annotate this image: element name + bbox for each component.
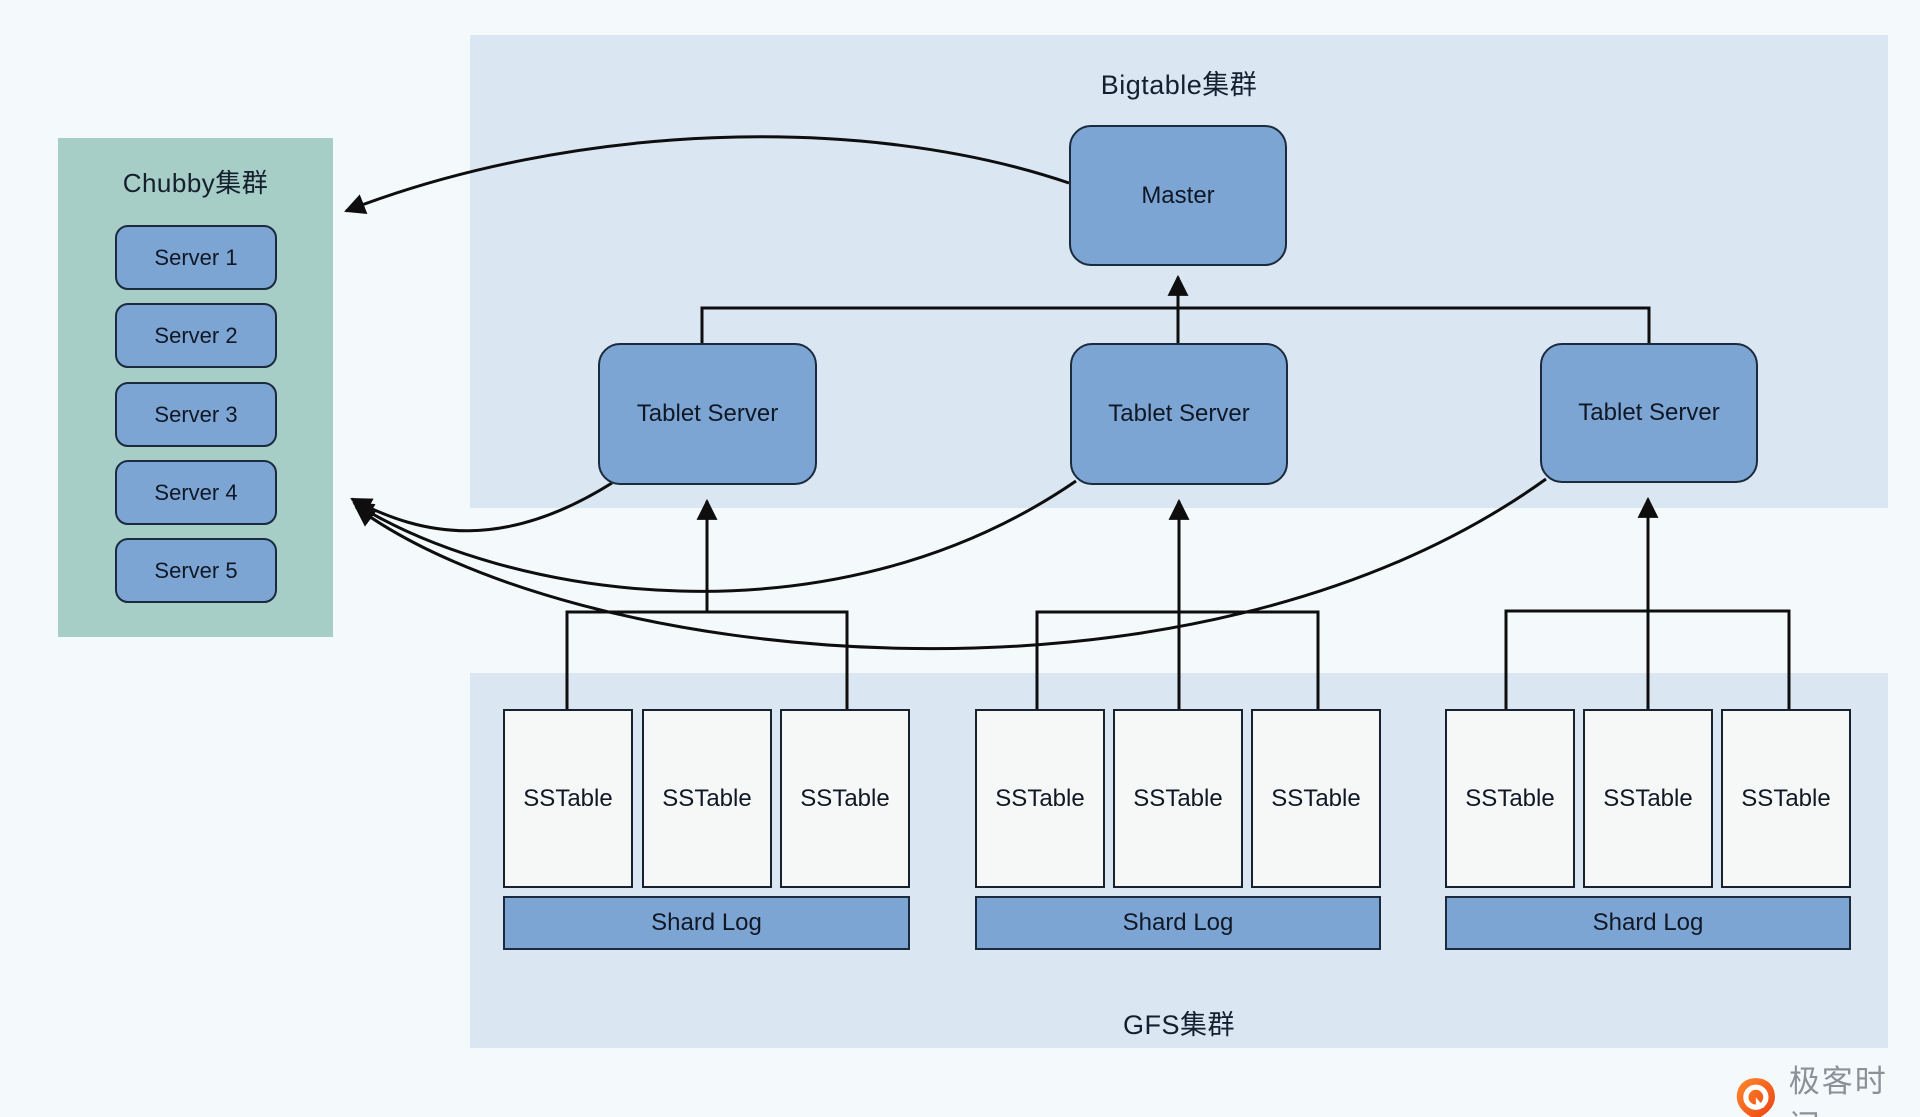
master-node: Master: [1069, 125, 1287, 266]
sstable-node-g2-3: SSTable: [1251, 709, 1381, 888]
shard-log-bar-g2: Shard Log: [975, 896, 1381, 950]
shard-log-bar-g1: Shard Log: [503, 896, 910, 950]
tablet-server-node-2: Tablet Server: [1070, 343, 1288, 485]
tablet-server-node-1: Tablet Server: [598, 343, 817, 485]
gfs-title: GFS集群: [1122, 1010, 1235, 1040]
sstable-node-g2-1: SSTable: [975, 709, 1105, 888]
server-node-4: Server 4: [115, 460, 277, 525]
sstable-node-g1-2: SSTable: [642, 709, 772, 888]
sstable-node-g3-1: SSTable: [1445, 709, 1575, 888]
tablet-server-node-3: Tablet Server: [1540, 343, 1758, 483]
server-node-5: Server 5: [115, 538, 277, 603]
sstable-node-g3-2: SSTable: [1583, 709, 1713, 888]
bigtable-title: Bigtable集群: [1100, 70, 1258, 100]
sstable-node-g3-3: SSTable: [1721, 709, 1851, 888]
sstable-node-g1-3: SSTable: [780, 709, 910, 888]
server-node-3: Server 3: [115, 382, 277, 447]
geektime-logo-icon: [1736, 1078, 1775, 1117]
chubby-title: Chubby集群: [122, 168, 269, 198]
sstable-node-g2-2: SSTable: [1113, 709, 1243, 888]
server-node-1: Server 1: [115, 225, 277, 290]
server-node-2: Server 2: [115, 303, 277, 368]
geektime-logo-text: 极客时间: [1788, 1064, 1888, 1117]
sstable-node-g1-1: SSTable: [503, 709, 633, 888]
geektime-logo: 极客时间: [1733, 1056, 1920, 1117]
shard-log-bar-g3: Shard Log: [1445, 896, 1851, 950]
